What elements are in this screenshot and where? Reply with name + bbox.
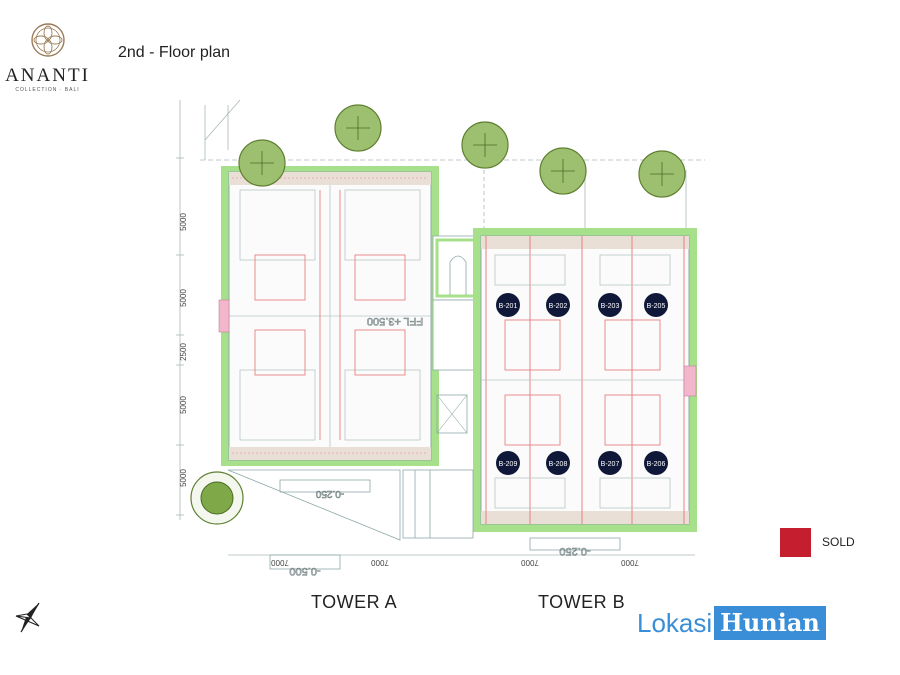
dim-horizontal-label: 7000 xyxy=(521,558,539,567)
watermark-part2: Hunian xyxy=(714,606,826,640)
unit-label: B-201 xyxy=(499,303,518,310)
unit-marker[interactable]: B-202 xyxy=(546,293,570,317)
brand-name: ANANTI xyxy=(5,65,90,86)
tower-b-label: TOWER B xyxy=(538,592,626,612)
page-title: 2nd - Floor plan xyxy=(118,44,231,61)
dim-horizontal-label: 7000 xyxy=(271,558,289,567)
unit-label: B-206 xyxy=(647,461,666,468)
dim-vertical-label: 5000 xyxy=(179,396,188,414)
dim-vertical-label: 2500 xyxy=(179,343,188,361)
dim-vertical-label: 5000 xyxy=(179,469,188,487)
sold-legend-label: SOLD xyxy=(822,535,855,549)
unit-label: B-202 xyxy=(549,303,568,310)
dim-vertical-label: 5000 xyxy=(179,213,188,231)
lotus-emblem-icon xyxy=(30,23,65,57)
watermark-part1: Lokasi xyxy=(637,608,713,638)
unit-label: B-208 xyxy=(549,461,568,468)
sold-legend-swatch xyxy=(780,528,811,557)
unit-marker[interactable]: B-209 xyxy=(496,451,520,475)
unit-marker[interactable]: B-201 xyxy=(496,293,520,317)
level-marker: FFL +3.500 xyxy=(367,315,423,327)
level-marker: -0.500 xyxy=(289,565,320,577)
brand-subtitle: COLLECTION · BALI xyxy=(15,87,80,93)
unit-label: B-209 xyxy=(499,461,518,468)
unit-label: B-207 xyxy=(601,461,620,468)
unit-label: B-205 xyxy=(647,303,666,310)
unit-marker[interactable]: B-205 xyxy=(644,293,668,317)
dim-horizontal-label: 7000 xyxy=(621,558,639,567)
dim-horizontal-label: 7000 xyxy=(371,558,389,567)
tower-a-label: TOWER A xyxy=(311,592,398,612)
unit-marker[interactable]: B-206 xyxy=(644,451,668,475)
brand-logo: ANANTI COLLECTION · BALI xyxy=(0,22,95,93)
level-marker: -0.250 xyxy=(559,545,590,557)
level-marker: -0.250 xyxy=(315,488,344,499)
watermark-logo: Lokasi Hunian xyxy=(637,606,826,640)
unit-marker[interactable]: B-203 xyxy=(598,293,622,317)
unit-marker[interactable]: B-207 xyxy=(598,451,622,475)
unit-label: B-203 xyxy=(601,303,620,310)
unit-marker[interactable]: B-208 xyxy=(546,451,570,475)
compass-icon xyxy=(15,602,40,633)
dim-vertical-label: 5000 xyxy=(179,289,188,307)
